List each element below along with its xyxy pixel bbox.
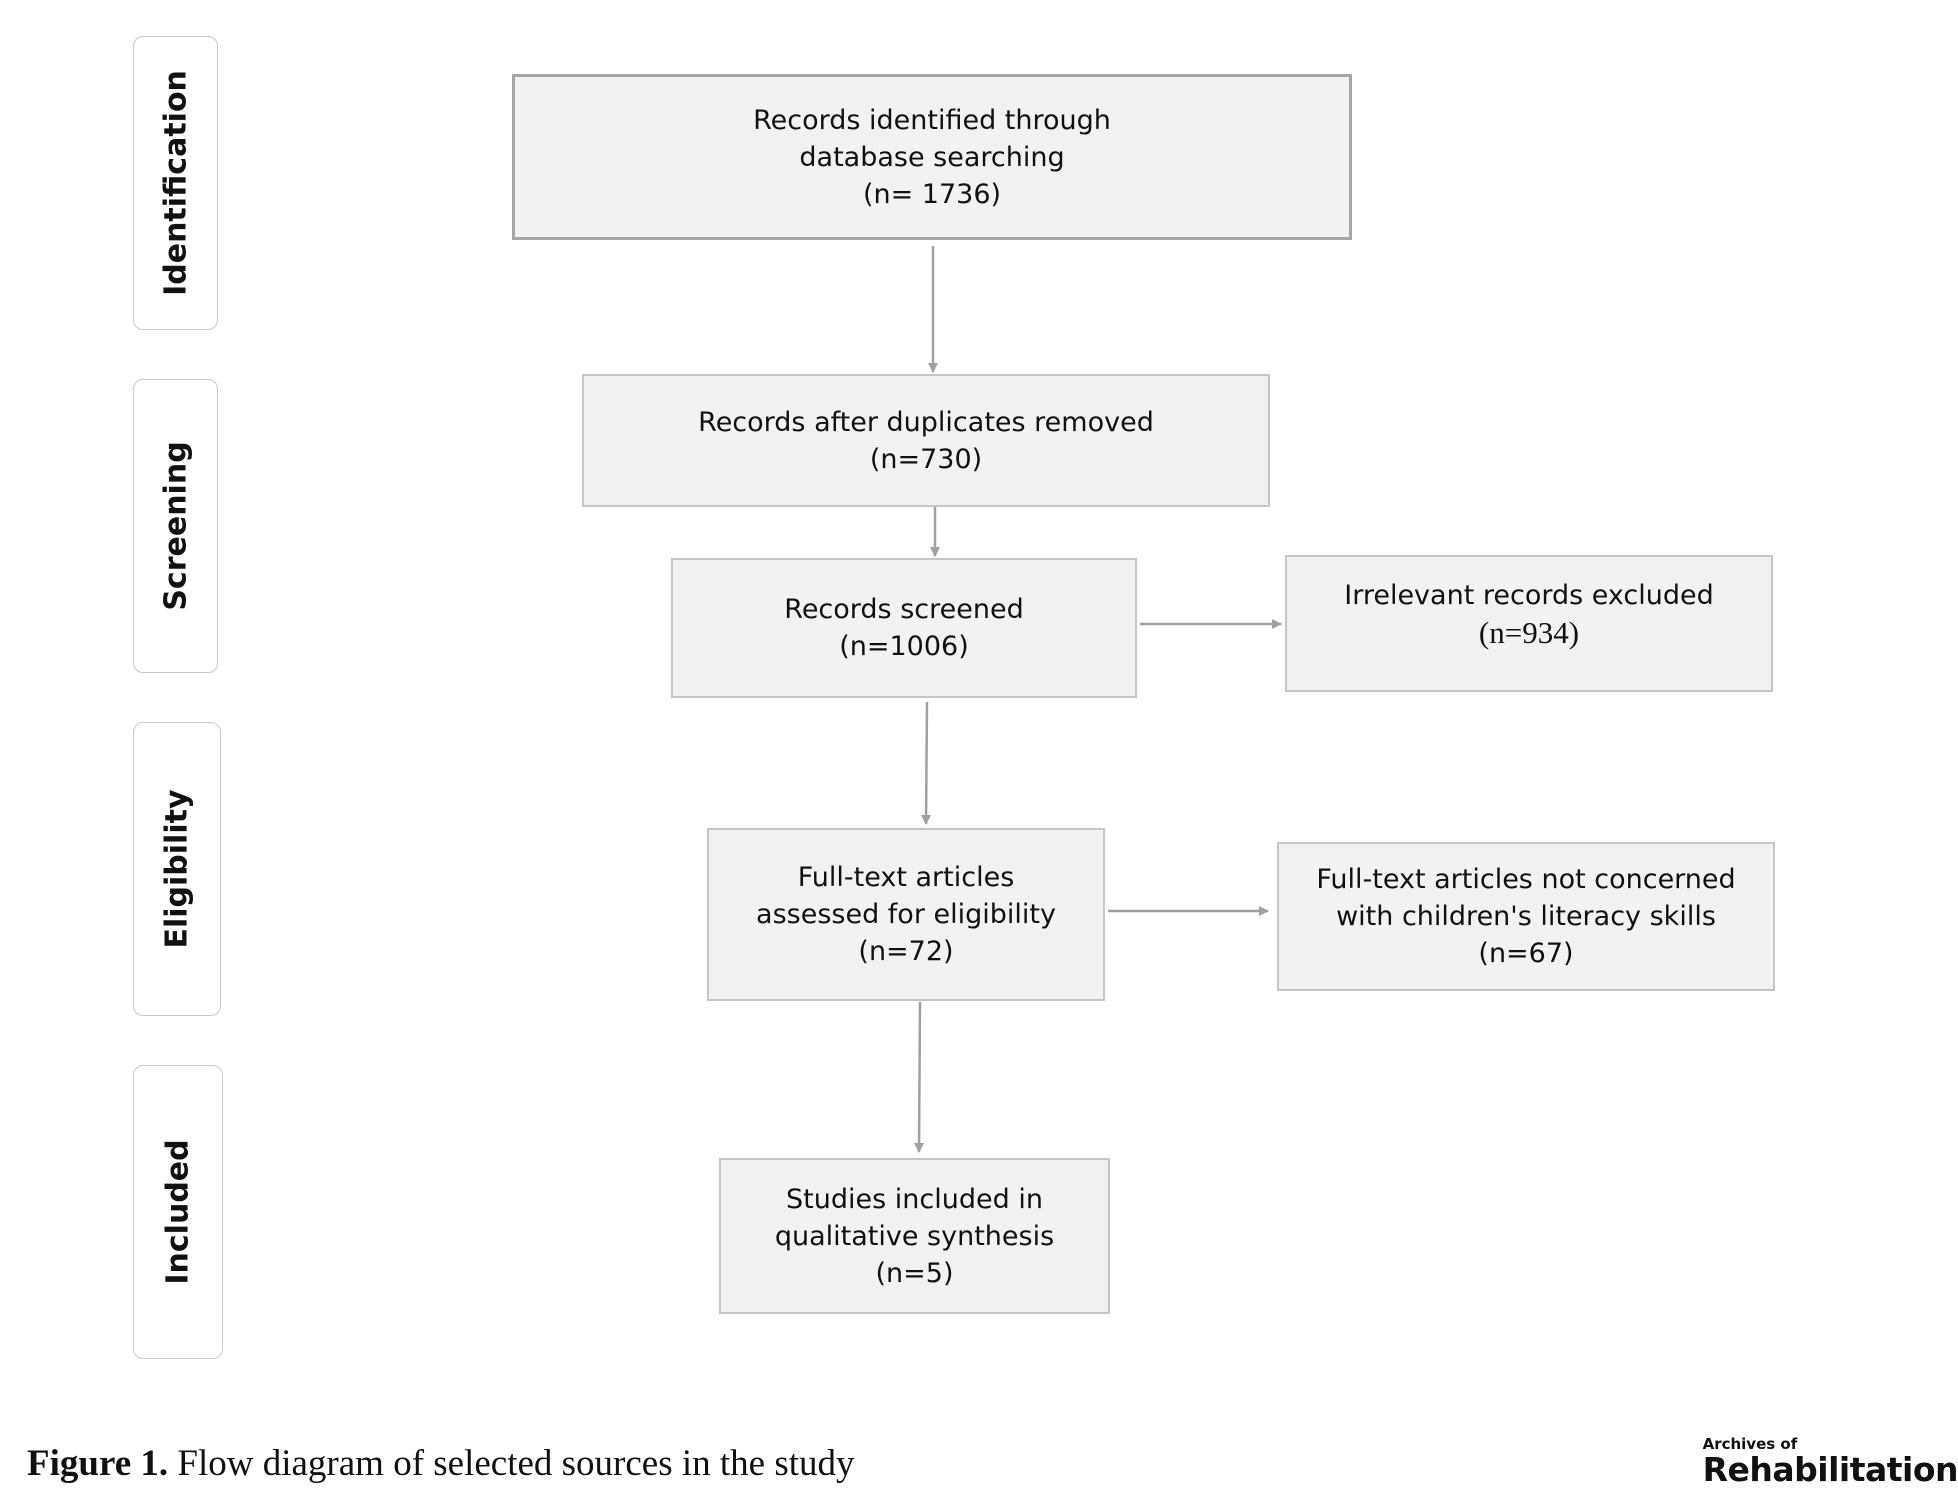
box-records-screened-count: (n=1006) [839,631,969,662]
box-fulltext-assessed: Full-text articles assessed for eligibil… [707,828,1105,1001]
box-duplicates-removed-line1: Records after duplicates removed [698,406,1154,438]
journal-logo: Archives of Rehabilitation [1703,1436,1958,1488]
box-fulltext-assessed-count: (n=72) [858,936,954,967]
journal-logo-line1: Archives of [1702,1435,1798,1453]
box-irrelevant-excluded-line1: Irrelevant records excluded [1344,580,1714,611]
box-records-identified-count: (n= 1736) [862,178,1002,210]
box-fulltext-not-concerned-count: (n=67) [1478,938,1574,969]
arrow-screened-to-fulltext [921,701,932,825]
box-records-screened-line1: Records screened [784,594,1024,625]
box-fulltext-assessed-line2: assessed for eligibility [756,899,1056,930]
figure-caption-text: Flow diagram of selected sources in the … [168,1443,855,1484]
figure-caption: Figure 1. Flow diagram of selected sourc… [27,1442,855,1485]
box-records-identified-line2: database searching [799,141,1065,173]
stage-included: Included [133,1065,223,1359]
box-records-identified-line1: Records identified through [753,104,1111,136]
arrow-fulltext-to-included [914,1001,925,1153]
box-records-screened: Records screened (n=1006) [671,558,1137,698]
box-studies-included: Studies included in qualitative synthesi… [719,1158,1110,1314]
box-studies-included-count: (n=5) [875,1257,954,1289]
stage-eligibility: Eligibility [133,722,221,1016]
box-fulltext-assessed-line1: Full-text articles [797,862,1015,893]
stage-screening: Screening [133,379,218,673]
box-fulltext-not-concerned: Full-text articles not concerned with ch… [1277,842,1775,991]
box-irrelevant-excluded: Irrelevant records excluded (n=934) [1285,555,1773,692]
box-fulltext-not-concerned-line1: Full-text articles not concerned [1316,864,1736,895]
box-records-identified: Records identified through database sear… [512,74,1352,240]
box-studies-included-line2: qualitative synthesis [774,1220,1055,1252]
box-duplicates-removed-count: (n=730) [869,443,983,475]
figure-caption-label: Figure 1. [27,1443,169,1484]
box-duplicates-removed: Records after duplicates removed (n=730) [582,374,1270,507]
stage-identification: Identification [133,36,218,330]
box-studies-included-line1: Studies included in [786,1183,1043,1215]
journal-logo-line2: Rehabilitation [1702,1450,1958,1489]
box-irrelevant-excluded-count: (n=934) [1478,615,1580,650]
box-fulltext-not-concerned-line2: with children's literacy skills [1336,901,1716,932]
